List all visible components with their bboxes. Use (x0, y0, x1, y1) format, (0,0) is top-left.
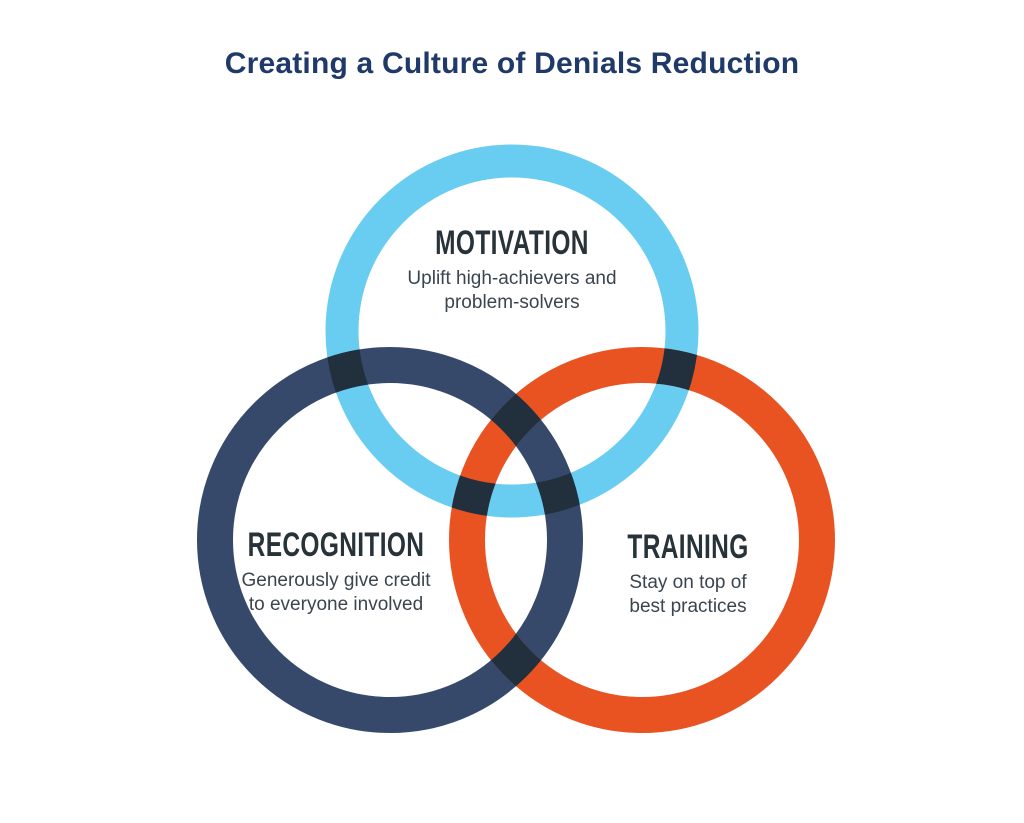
training-ring (449, 347, 835, 733)
page-title: Creating a Culture of Denials Reduction (224, 47, 800, 80)
overlap-motivation-training (325, 144, 699, 518)
training-heading-label: TRAINING (627, 528, 749, 566)
motivation-description: Uplift high-achievers and problem-solver… (407, 268, 617, 313)
recognition-heading: RECOGNITION (213, 526, 458, 564)
motivation-label-group: MOTIVATION Uplift high-achievers and pro… (405, 224, 618, 315)
training-heading: TRAINING (604, 528, 772, 566)
overlap-recognition-training (197, 347, 583, 733)
training-label-group: TRAINING Stay on top of best practices (604, 528, 772, 619)
training-description: Stay on top of best practices (629, 572, 747, 617)
recognition-heading-label: RECOGNITION (247, 526, 425, 564)
motivation-heading-label: MOTIVATION (435, 224, 589, 262)
recognition-description: Generously give credit to everyone invol… (241, 570, 431, 615)
motivation-heading: MOTIVATION (405, 224, 618, 262)
recognition-label-group: RECOGNITION Generously give credit to ev… (213, 526, 458, 617)
